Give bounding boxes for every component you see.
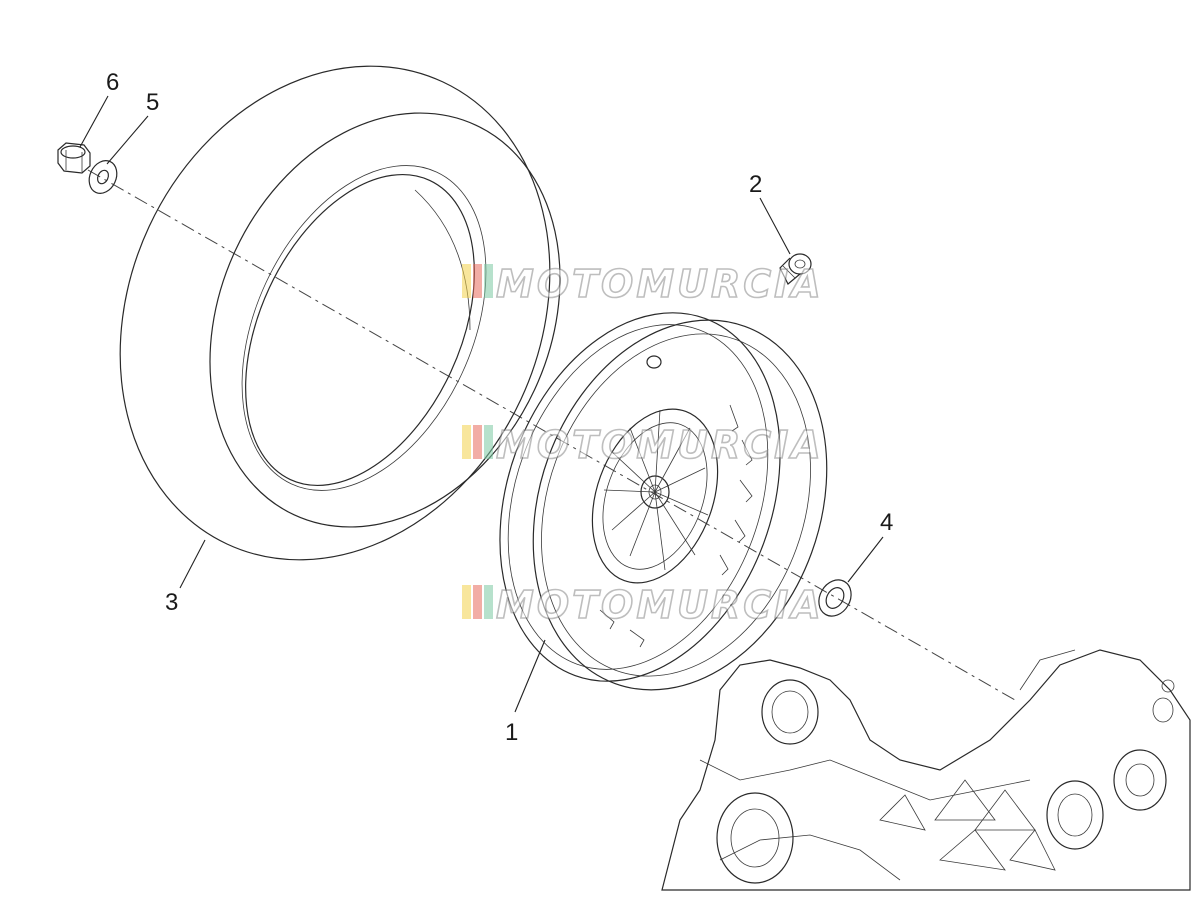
watermark-logo-top: MOTOMURCIA: [462, 261, 824, 307]
watermark-logo-middle: MOTOMURCIA: [462, 422, 824, 468]
leader-line-3: [179, 539, 206, 589]
watermark-text-top: MOTOMURCIA: [496, 262, 824, 306]
hex-nut-part-6: [57, 142, 91, 174]
watermark-text-middle: MOTOMURCIA: [496, 423, 824, 467]
leader-line-2: [759, 197, 791, 255]
callout-number-3: 3: [165, 589, 178, 616]
leader-line-6: [79, 95, 109, 148]
washer-part-5: [88, 160, 118, 194]
callout-number-5: 5: [146, 89, 159, 116]
spacer-part-4: [818, 579, 852, 617]
callout-number-6: 6: [106, 69, 119, 96]
leader-line-4: [847, 536, 884, 583]
callout-number-1: 1: [505, 719, 518, 746]
leader-line-1: [514, 639, 546, 713]
valve-bolt-part-2: [779, 253, 812, 285]
callout-number-2: 2: [749, 171, 762, 198]
leader-line-5: [106, 115, 149, 165]
engine-crankcase: [661, 649, 1191, 891]
assembly-axis-line: [87, 169, 1016, 701]
tyre-part-3: [119, 65, 561, 561]
callout-number-4: 4: [880, 509, 893, 536]
watermark-logo-bottom: MOTOMURCIA: [462, 582, 824, 628]
watermark-text-bottom: MOTOMURCIA: [496, 583, 824, 627]
rim-part-1: [499, 312, 828, 691]
